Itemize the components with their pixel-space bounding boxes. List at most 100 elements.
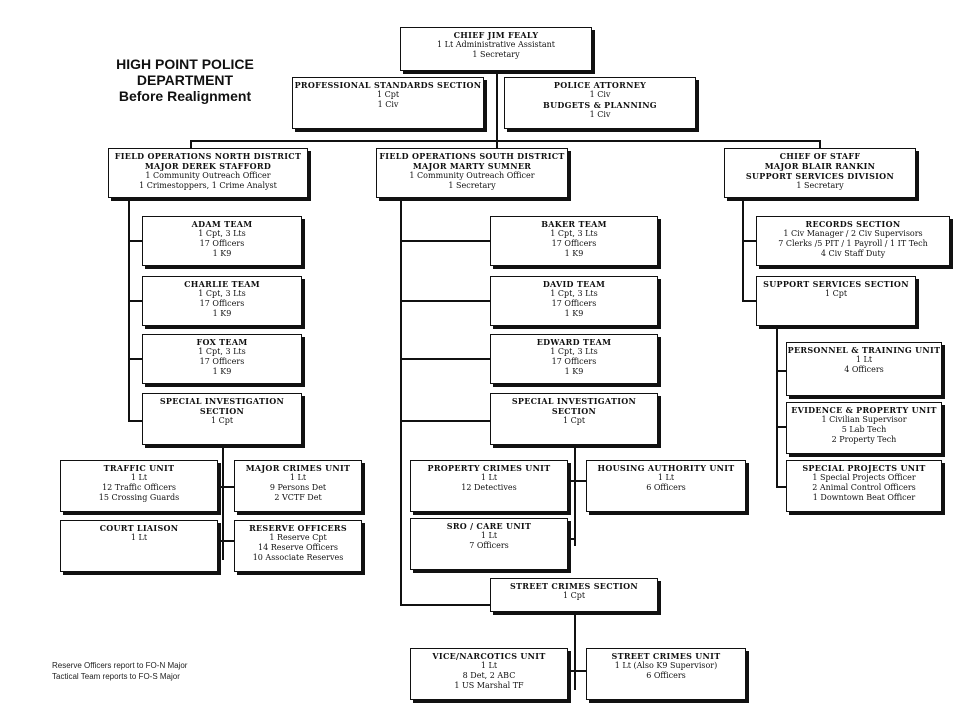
box-line: 10 Associate Reserves — [252, 553, 344, 562]
box-line: 1 Community Outreach Officer — [409, 171, 535, 180]
box-line: 1 Lt — [480, 661, 498, 670]
connector — [819, 140, 821, 149]
box-title: TRAFFIC UNIT — [103, 463, 175, 473]
box-line: 6 Officers — [646, 483, 686, 492]
box-line: 1 Cpt, 3 Lts — [550, 289, 598, 298]
chief-box: CHIEF JIM FEALY 1 Lt Administrative Assi… — [400, 27, 592, 71]
box-line: 1 Reserve Cpt — [269, 533, 327, 542]
box-line: 1 Civ — [589, 90, 611, 99]
box-title: CHIEF OF STAFF — [779, 151, 861, 161]
box-line: 1 Lt — [480, 473, 498, 482]
connector — [400, 240, 490, 242]
box-line: 17 Officers — [551, 299, 597, 308]
traffic-unit-box: TRAFFIC UNIT 1 Lt 12 Traffic Officers 15… — [60, 460, 218, 512]
box-title: EDWARD TEAM — [536, 337, 612, 347]
connector — [222, 446, 224, 560]
connector — [400, 200, 402, 606]
connector — [218, 486, 234, 488]
title-line-1: HIGH POINT POLICE — [116, 56, 254, 72]
professional-standards-box: PROFESSIONAL STANDARDS SECTION 1 Cpt 1 C… — [292, 77, 484, 129]
box-line: 1 Cpt — [210, 416, 234, 425]
connector — [568, 538, 576, 540]
box-line: 1 Lt — [480, 531, 498, 540]
box-line: 1 Civ — [377, 100, 399, 109]
box-line: 17 Officers — [199, 357, 245, 366]
connector — [400, 604, 490, 606]
charlie-team-box: CHARLIE TEAM 1 Cpt, 3 Lts 17 Officers 1 … — [142, 276, 302, 326]
connector — [574, 612, 576, 690]
box-line: 1 Lt — [130, 533, 148, 542]
connector — [776, 486, 786, 488]
footnote: Reserve Officers report to FO-N Major — [52, 661, 188, 670]
box-line: 1 K9 — [564, 249, 584, 258]
box-line: SUPPORT SERVICES DIVISION — [745, 171, 895, 181]
box-line: 7 Officers — [469, 541, 509, 550]
box-title: VICE/NARCOTICS UNIT — [432, 651, 546, 661]
chart-title: HIGH POINT POLICE DEPARTMENT Before Real… — [80, 56, 290, 104]
box-title: MAJOR CRIMES UNIT — [245, 463, 351, 473]
footnotes: Reserve Officers report to FO-N Major Ta… — [52, 660, 187, 682]
box-line: 1 Cpt, 3 Lts — [550, 347, 598, 356]
support-services-box: SUPPORT SERVICES SECTION 1 Cpt — [756, 276, 916, 326]
connector — [776, 426, 786, 428]
connector — [400, 300, 490, 302]
fo-south-box: FIELD OPERATIONS SOUTH DISTRICT MAJOR MA… — [376, 148, 568, 198]
box-title: PROPERTY CRIMES UNIT — [427, 463, 551, 473]
box-title: BAKER TEAM — [541, 219, 607, 229]
connector — [574, 446, 576, 546]
box-line: 12 Detectives — [461, 483, 517, 492]
box-title: RESERVE OFFICERS — [249, 523, 347, 533]
connector — [128, 358, 142, 360]
reserve-officers-box: RESERVE OFFICERS 1 Reserve Cpt 14 Reserv… — [234, 520, 362, 572]
connector — [496, 71, 498, 149]
box-title: COURT LIAISON — [99, 523, 179, 533]
box-line: 1 Secretary — [472, 50, 520, 59]
box-line: 1 Cpt — [562, 416, 586, 425]
box-line: MAJOR BLAIR RANKIN — [764, 161, 876, 171]
box-line: 4 Civ Staff Duty — [820, 249, 886, 258]
box-line: 2 Property Tech — [831, 435, 897, 444]
sis-south-box: SPECIAL INVESTIGATION SECTION 1 Cpt — [490, 393, 658, 445]
records-section-box: RECORDS SECTION 1 Civ Manager / 2 Civ Su… — [756, 216, 950, 266]
footnote: Tactical Team reports to FO-S Major — [52, 672, 180, 681]
box-line: 1 US Marshal TF — [454, 681, 524, 690]
edward-team-box: EDWARD TEAM 1 Cpt, 3 Lts 17 Officers 1 K… — [490, 334, 658, 384]
box-title: RECORDS SECTION — [805, 219, 901, 229]
box-line: 6 Officers — [646, 671, 686, 680]
connector — [568, 670, 586, 672]
box-line: 12 Traffic Officers — [102, 483, 176, 492]
connector — [742, 200, 744, 302]
box-line: 1 Civilian Supervisor — [821, 415, 907, 424]
box-line: 1 Special Projects Officer — [812, 473, 916, 482]
box-line: 2 VCTF Det — [274, 493, 322, 502]
box-line: 9 Persons Det — [269, 483, 327, 492]
connector — [570, 480, 586, 482]
box-line: 1 Lt — [130, 473, 148, 482]
box-title: DAVID TEAM — [542, 279, 606, 289]
box-line: 17 Officers — [551, 239, 597, 248]
box-line: 1 Cpt — [824, 289, 848, 298]
box-line: 15 Crossing Guards — [98, 493, 180, 502]
box-line: 1 Civ Manager / 2 Civ Supervisors — [783, 229, 923, 238]
box-title: CHIEF JIM FEALY — [453, 30, 539, 40]
box-title: SPECIAL INVESTIGATION — [159, 396, 285, 406]
chief-of-staff-box: CHIEF OF STAFF MAJOR BLAIR RANKIN SUPPOR… — [724, 148, 916, 198]
box-line: 1 Civ — [589, 110, 611, 119]
connector — [128, 200, 130, 422]
box-line: 17 Officers — [199, 239, 245, 248]
box-line: SECTION — [551, 406, 597, 416]
box-line: 1 Secretary — [796, 181, 844, 190]
connector — [190, 140, 820, 142]
box-title: POLICE ATTORNEY — [553, 80, 647, 90]
connector — [128, 420, 142, 422]
connector — [742, 240, 756, 242]
box-line: 1 Secretary — [448, 181, 496, 190]
title-line-2: DEPARTMENT — [136, 72, 234, 88]
box-line: BUDGETS & PLANNING — [543, 100, 657, 110]
box-line: 1 K9 — [212, 249, 232, 258]
connector — [776, 326, 778, 488]
baker-team-box: BAKER TEAM 1 Cpt, 3 Lts 17 Officers 1 K9 — [490, 216, 658, 266]
box-title: STREET CRIMES SECTION — [509, 581, 639, 591]
box-title: FOX TEAM — [196, 337, 248, 347]
